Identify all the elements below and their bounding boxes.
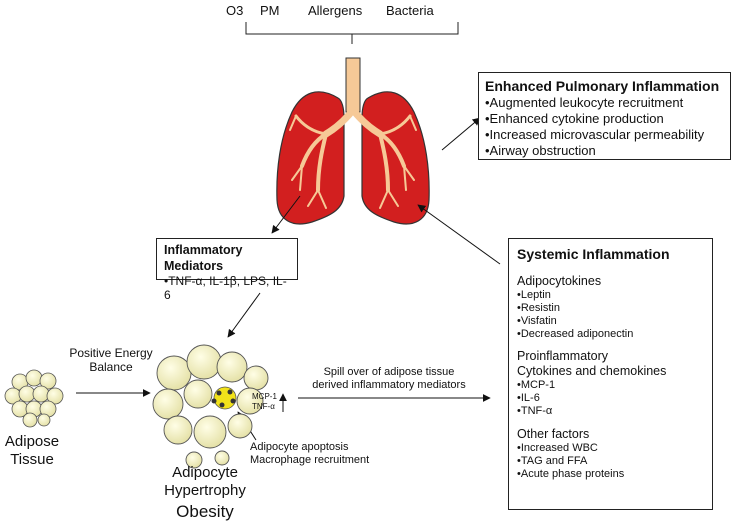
cytokine-item: •MCP-1 (517, 379, 556, 391)
trachea (345, 57, 361, 113)
pulmonary-item: •Airway obstruction (485, 143, 596, 158)
obesity-label: Obesity (176, 502, 234, 521)
pulmonary-item: •Augmented leukocyte recruitment (485, 95, 684, 110)
right-lung (361, 91, 430, 225)
hypertrophied-adipocytes (152, 344, 269, 469)
cytokine-item: •IL-6 (517, 392, 540, 404)
other-factor-item: •Increased WBC (517, 442, 598, 454)
spill-line-2: derived inflammatory mediators (312, 379, 466, 391)
pollutant-pm: PM (260, 3, 280, 18)
pulmonary-title: Enhanced Pulmonary Inflammation (485, 78, 720, 94)
adipocytokine-item: •Leptin (517, 289, 551, 301)
adipocytokines-heading: Adipocytokines (517, 274, 602, 288)
arrow-lungs-to-mediators (271, 195, 301, 234)
arrow-systemic-to-lungs (417, 204, 501, 265)
arrow-lungs-to-pulmonary (441, 117, 481, 151)
arrow-mediators-to-hypertrophy (227, 292, 261, 338)
pulmonary-inflammation-box: Enhanced Pulmonary Inflammation •Augment… (478, 72, 731, 160)
apoptosis-line-2: Macrophage recruitment (250, 454, 370, 466)
adipose-tissue-cluster (4, 369, 64, 428)
positive-energy-label: Positive Energy Balance (56, 346, 166, 374)
pulmonary-item: •Increased microvascular permeability (485, 127, 705, 142)
hypertrophy-line-2: Hypertrophy (164, 482, 246, 499)
apoptosis-label: Adipocyte apoptosis Macrophage recruitme… (250, 441, 369, 467)
positive-energy-line-1: Positive Energy (69, 346, 153, 360)
positive-energy-line-2: Balance (89, 360, 133, 374)
adipocytokine-item: •Resistin (517, 302, 560, 314)
other-factor-item: •Acute phase proteins (517, 468, 625, 480)
adipose-line-2: Tissue (10, 451, 54, 468)
mcp1-small-label: MCP-1 (252, 392, 277, 401)
pulmonary-item: •Enhanced cytokine production (485, 111, 664, 126)
spill-over-label: Spill over of adipose tissue derived inf… (298, 366, 480, 392)
pollutant-bracket (245, 22, 459, 44)
mediators-item: •TNF-α, IL-1β, LPS, IL-6 (164, 274, 287, 302)
macrophage-crown (211, 386, 237, 410)
systemic-inflammation-box: Systemic Inflammation Adipocytokines •Le… (508, 238, 713, 510)
systemic-title: Systemic Inflammation (517, 246, 670, 262)
pollutant-ozone: O3 (226, 3, 244, 18)
other-factors-heading: Other factors (517, 427, 590, 441)
mediators-title: Inflammatory Mediators (164, 243, 243, 273)
adipose-tissue-label: Adipose Tissue (0, 433, 70, 469)
adipocytokine-item: •Visfatin (517, 315, 557, 327)
adipose-line-1: Adipose (4, 433, 60, 450)
cytokines-heading: Cytokines and chemokines (517, 364, 667, 378)
left-lung (276, 91, 345, 225)
pollutant-row: O3 PM Allergens Bacteria (226, 3, 488, 21)
bronchial-tree (289, 106, 417, 209)
pollutant-allergens: Allergens (308, 3, 363, 18)
spill-line-1: Spill over of adipose tissue (323, 366, 455, 378)
lungs-illustration (276, 57, 430, 225)
tnfa-small-label: TNF-α (252, 402, 275, 411)
inflammatory-mediators-box: Inflammatory Mediators •TNF-α, IL-1β, LP… (156, 238, 298, 302)
proinflammatory-heading: Proinflammatory (517, 349, 608, 363)
other-factor-item: •TAG and FFA (517, 455, 588, 467)
cytokine-item: •TNF-α (517, 405, 553, 417)
apoptosis-line-1: Adipocyte apoptosis (250, 441, 349, 453)
pollutant-bacteria: Bacteria (386, 3, 434, 18)
adipocyte-hypertrophy-label: Adipocyte Hypertrophy (150, 464, 260, 500)
adipocytokine-item: •Decreased adiponectin (517, 328, 634, 340)
hypertrophy-line-1: Adipocyte (172, 464, 238, 481)
